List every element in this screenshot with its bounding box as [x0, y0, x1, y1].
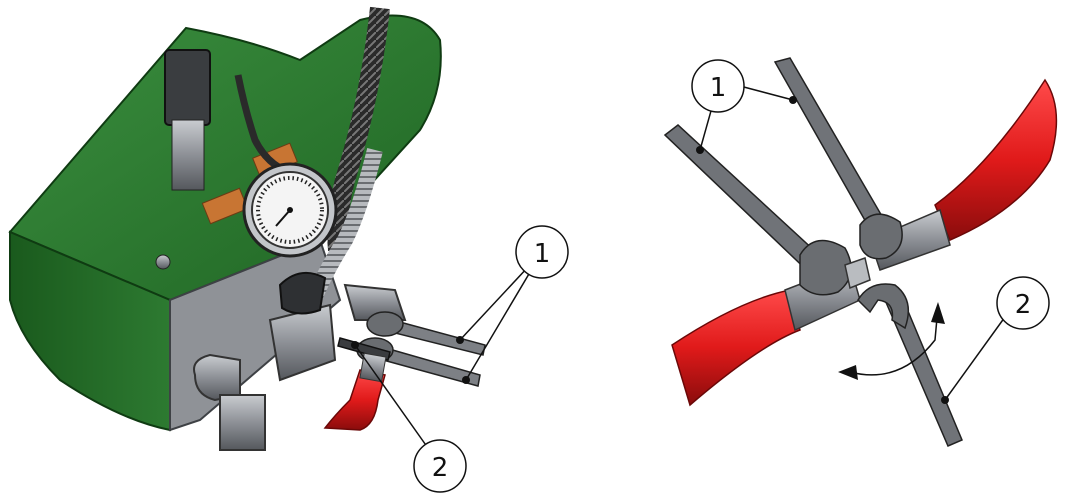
tank-housing-front	[9, 230, 171, 432]
rotation-arrow-head-up	[931, 302, 945, 324]
elbow-fitting-left	[193, 353, 241, 402]
leader-r2	[944, 309, 1011, 401]
left-panel: 1 2	[8, 6, 569, 493]
callout-right-1: 1	[691, 59, 745, 113]
leader-dot-r2	[941, 396, 949, 404]
right-panel: 1 2	[663, 57, 1058, 447]
center-nut	[844, 257, 871, 290]
callout-left-2-label: 2	[432, 453, 449, 483]
wrench-right-1a-head	[799, 239, 852, 296]
gauge-ticks	[256, 176, 324, 244]
leader-dot-r1a	[696, 146, 704, 154]
connector-body	[171, 119, 205, 191]
wrench-head-1a	[366, 311, 404, 337]
wrench-right-1b-head	[859, 213, 903, 260]
tank-housing-top	[8, 14, 442, 302]
rotation-arrow	[849, 317, 938, 376]
wrench-2	[337, 337, 391, 361]
callout-right-1-label: 1	[710, 73, 727, 103]
rotation-arrow-head-left	[838, 365, 858, 380]
red-hose-end	[323, 369, 386, 431]
leader-r1b	[739, 85, 794, 101]
braided-hose	[327, 6, 390, 251]
copper-bracket-1	[201, 187, 249, 225]
valve-knob	[278, 271, 327, 315]
leader-dot-r1b	[789, 96, 797, 104]
bottom-pipe	[219, 394, 266, 451]
mounting-bolt	[155, 254, 171, 270]
callout-left-1-label: 1	[534, 239, 551, 269]
callout-left-1: 1	[515, 225, 569, 279]
callout-left-2: 2	[413, 439, 467, 493]
electrical-connector	[164, 49, 211, 126]
gauge-pivot	[287, 207, 293, 213]
leader-dot-1b	[462, 376, 470, 384]
wrench-right-1b	[773, 57, 892, 240]
gauge-needle	[275, 209, 291, 227]
wrench-right-2-head	[857, 283, 910, 330]
callout-right-2-label: 2	[1015, 290, 1032, 320]
red-hose-right	[934, 78, 1058, 241]
leader-dot-1a	[456, 336, 464, 344]
fitting-right	[343, 283, 407, 321]
red-hose-left	[671, 289, 801, 407]
leader-dot-2	[351, 341, 359, 349]
callout-right-2: 2	[996, 276, 1050, 330]
